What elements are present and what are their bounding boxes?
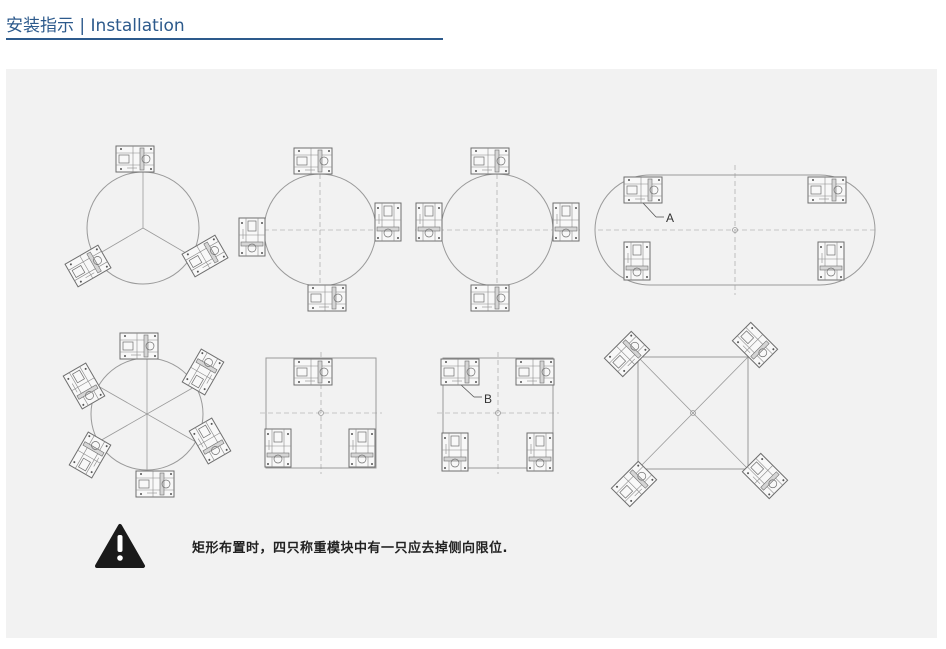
load-module xyxy=(348,428,376,468)
diagram-stadium-four-modules xyxy=(594,165,878,295)
label-b: B xyxy=(484,392,492,406)
load-module xyxy=(188,417,232,465)
load-module xyxy=(552,202,580,242)
load-module xyxy=(293,358,333,386)
load-module xyxy=(515,358,555,386)
load-module xyxy=(307,284,347,312)
load-module xyxy=(415,202,443,242)
warning-triangle-icon xyxy=(95,524,145,568)
load-module xyxy=(181,234,229,278)
load-module xyxy=(374,202,402,242)
installation-note: 矩形布置时，四只称重模块中有一只应去掉侧向限位. xyxy=(192,541,508,556)
load-module xyxy=(64,244,112,288)
diagram-square-four-modules xyxy=(437,352,559,474)
load-module xyxy=(623,176,663,204)
load-module xyxy=(610,460,658,508)
load-module xyxy=(807,176,847,204)
load-module xyxy=(440,358,480,386)
load-module xyxy=(741,452,789,500)
load-module xyxy=(119,332,159,360)
load-module xyxy=(238,217,266,257)
load-module xyxy=(293,147,333,175)
load-module xyxy=(817,241,845,281)
load-module xyxy=(264,428,292,468)
title-underline xyxy=(6,38,443,40)
load-module xyxy=(623,241,651,281)
load-module xyxy=(526,432,554,472)
diagram-square-diagonal-modules xyxy=(637,356,749,470)
load-module xyxy=(181,348,225,396)
load-module xyxy=(115,145,155,173)
load-module xyxy=(470,284,510,312)
load-module xyxy=(470,147,510,175)
page-title: 安装指示 | Installation xyxy=(6,16,185,36)
load-module xyxy=(68,431,112,479)
load-module xyxy=(603,330,651,378)
load-module xyxy=(62,362,106,410)
load-module xyxy=(731,321,779,369)
load-module xyxy=(441,432,469,472)
label-a: A xyxy=(666,211,674,225)
load-module xyxy=(135,470,175,498)
